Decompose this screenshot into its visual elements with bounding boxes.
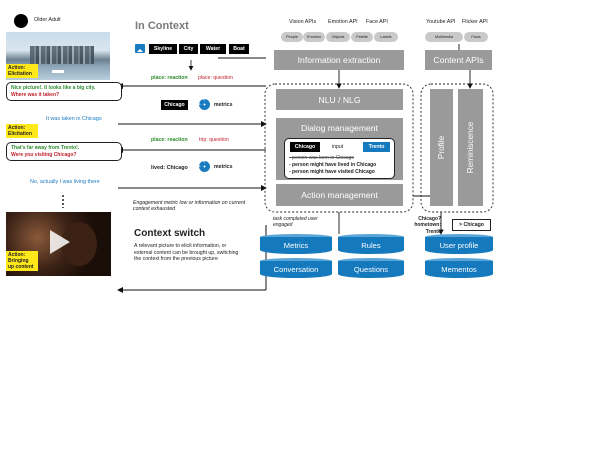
dialog-state-panel: Chicago input Trento - person was born i… (284, 138, 395, 179)
reminiscence-box: Reminiscence (458, 89, 483, 206)
pill-multimedia: Multimedia (425, 32, 463, 42)
pill-labels: Labels (374, 32, 398, 42)
pill-emotion: Emotion (303, 32, 325, 42)
query-tag: > Chicago (452, 219, 491, 231)
action1-badge: Action: Elicitation (6, 64, 38, 78)
action-management-box: Action management (276, 184, 403, 206)
action3-badge: Action: Bringing up content (6, 251, 38, 271)
dm-line-strike: - person was born in Chicago (289, 155, 355, 161)
pill-objects: Objects (326, 32, 350, 42)
context-switch-body: A relevant picture to elicit information… (134, 243, 239, 263)
nlu-nlg-box: NLU / NLG (276, 89, 403, 110)
reminiscence-label: Reminiscence (466, 121, 476, 174)
dm-line-2: - person might have lived in Chicago (289, 162, 377, 168)
emotion-api-head: Emotion API (328, 19, 358, 25)
robot-bubble-1: Nice picture!. It looks like a big city.… (6, 82, 122, 101)
object-tag: City (179, 44, 198, 54)
row1-red: place: question (198, 75, 233, 81)
pill-palette: Palette (351, 32, 373, 42)
chicago-skyline (30, 46, 94, 64)
store-conversation: Conversation (260, 258, 332, 278)
dialog-management-label: Dialog management (301, 123, 378, 133)
information-extraction-box: Information extraction (274, 50, 404, 70)
face-api-head: Face API (366, 19, 388, 25)
robot-bubble-2: That's far away from Trento!. Were you v… (6, 142, 122, 161)
profile-label: Profile (437, 135, 446, 160)
image-icon (135, 44, 145, 53)
gear-icon-2 (199, 161, 210, 172)
row1-green: place: reaction (151, 75, 188, 81)
context-switch-title: Context switch (134, 228, 206, 239)
gear-icon (199, 99, 210, 110)
row2-green: place: reaction (151, 137, 188, 143)
profile-box: Profile (430, 89, 453, 206)
vision-apis-head: Vision APIs (289, 19, 317, 25)
boat (52, 70, 64, 73)
user-reply-2: No, actually I was living there (30, 179, 100, 185)
play-icon[interactable] (50, 230, 70, 254)
older-adult-label: Older Adult (34, 17, 61, 23)
lived-label: lived: Chicago (151, 165, 188, 171)
dm-chicago-tag: Chicago (290, 142, 320, 152)
store-user-profile: User profile (425, 234, 493, 254)
in-context-title: In Context (135, 20, 189, 32)
object-tag: Boat (229, 44, 249, 54)
object-tag: Water (200, 44, 226, 54)
flicker-api-head: Flicker API (462, 19, 488, 25)
user-reply-1: It was taken in Chicago (46, 116, 102, 122)
action2-badge: Action: Elicitation (6, 124, 38, 138)
store-questions: Questions (338, 258, 404, 278)
store-rules: Rules (338, 234, 404, 254)
engagement-note: Engagement metric low or information on … (133, 200, 246, 213)
content-apis-box: Content APIs (425, 50, 492, 70)
query-note: Chicago? hometown: Trento (414, 216, 441, 235)
older-adult-avatar (14, 14, 28, 28)
dm-input-label: input (332, 144, 344, 150)
task-note: task completed user engaged (273, 216, 318, 229)
dm-trento-tag: Trento (363, 142, 390, 152)
metrics-label-1: metrics (214, 102, 233, 108)
store-metrics: Metrics (260, 234, 332, 254)
pill-people: People (281, 32, 303, 42)
metrics-label-2: metrics (214, 164, 233, 170)
chicago-entity-tag: Chicago (161, 100, 188, 110)
dm-line-3: - person might have visited Chicago (289, 169, 375, 175)
pill-facts: Facts (464, 32, 488, 42)
row2-red: trip: question (199, 137, 229, 143)
right-boundary (420, 83, 494, 213)
youtube-api-head: Youtube API (426, 19, 456, 25)
object-tag: Skyline (149, 44, 177, 54)
store-mementos: Mementos (425, 258, 493, 278)
